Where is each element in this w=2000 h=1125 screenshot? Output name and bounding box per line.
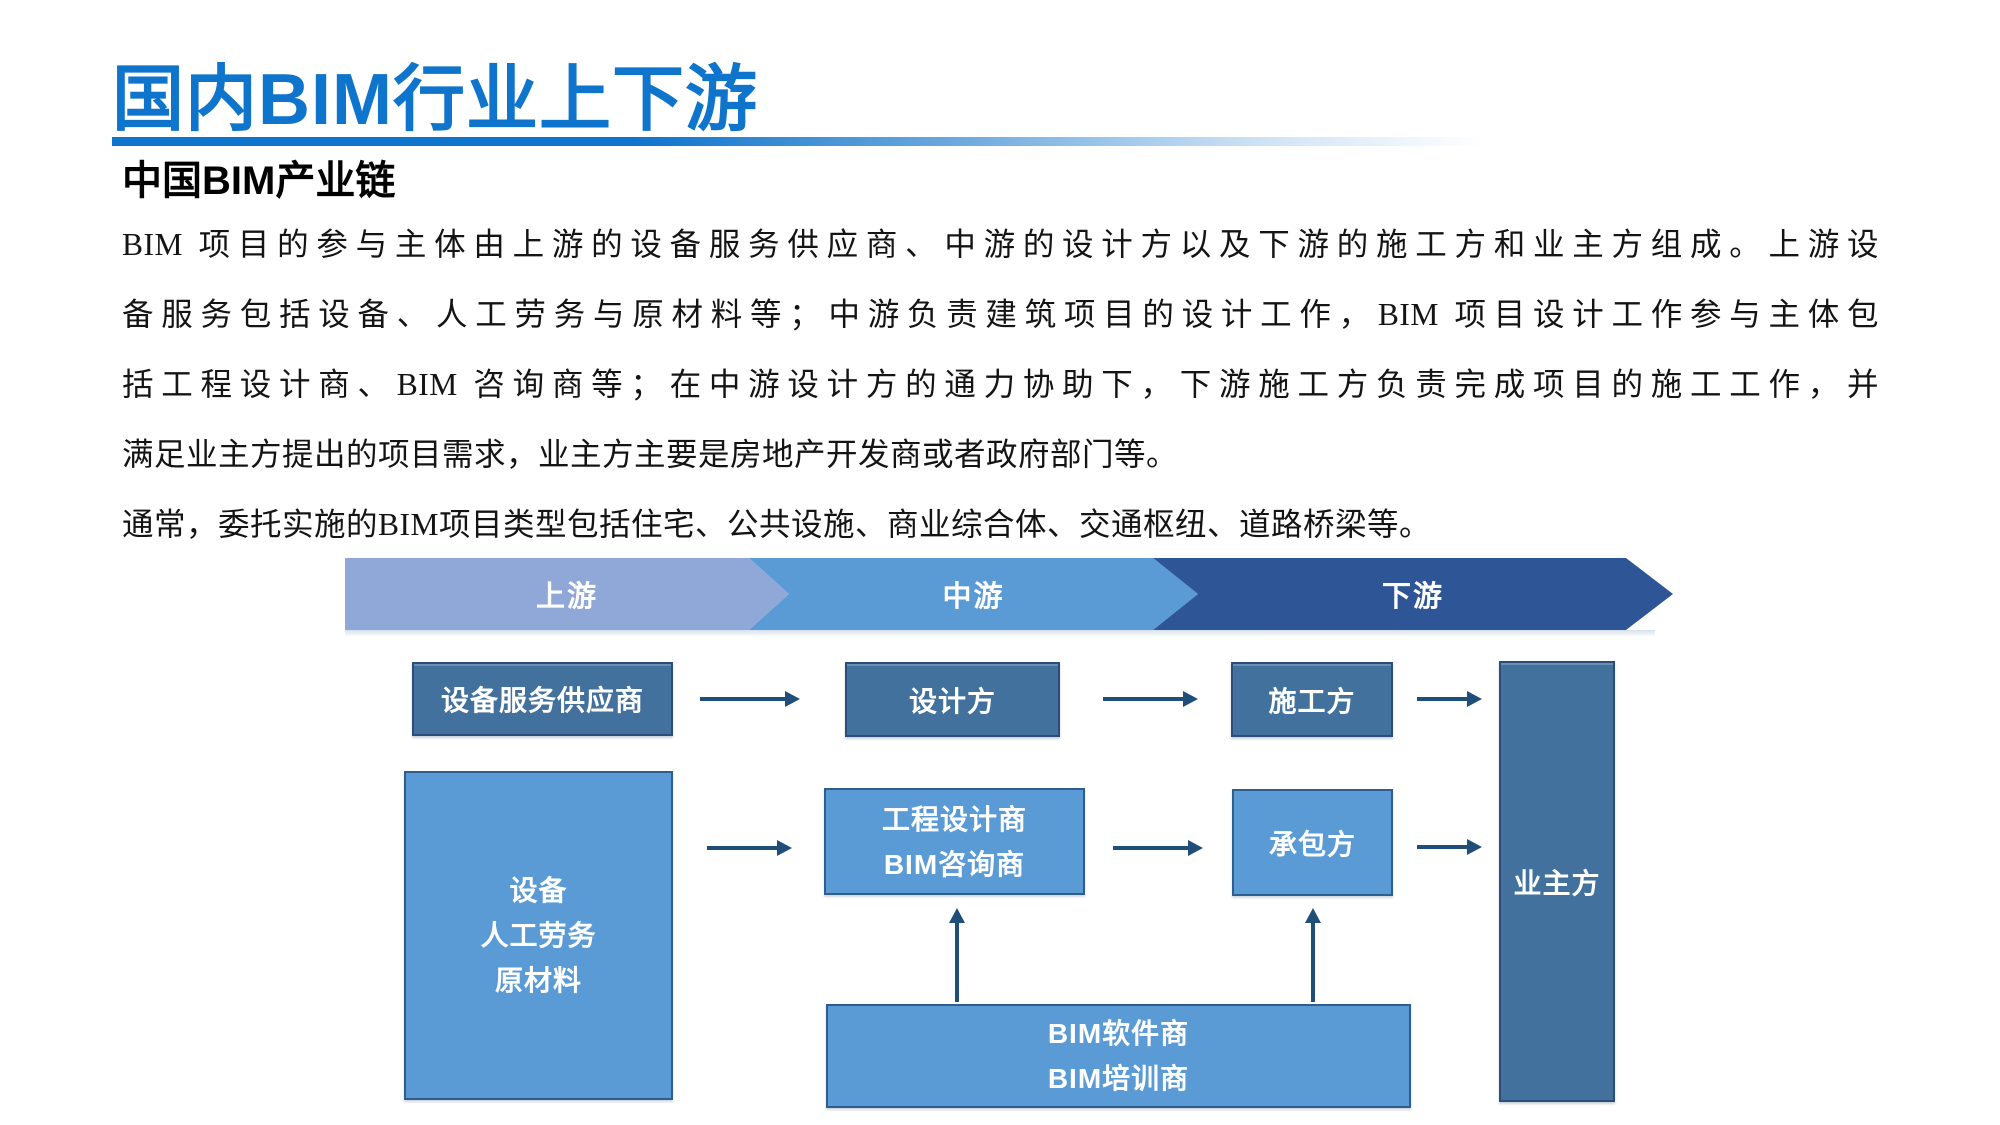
node-bim-vendors: BIM软件商 BIM培训商 <box>826 1004 1411 1108</box>
arrow-supplier-to-designer <box>700 691 800 707</box>
page-title: 国内BIM行业上下游 <box>112 60 758 140</box>
node-constructor-label: 施工方 <box>1268 685 1356 717</box>
arrow-shaft <box>955 920 959 1002</box>
node-engineering-design-line: 工程设计商 <box>881 803 1027 835</box>
node-constructor: 施工方 <box>1231 662 1393 737</box>
paragraph-line: 通常，委托实施的BIM项目类型包括住宅、公共设施、商业综合体、交通枢纽、道路桥梁… <box>122 507 1432 542</box>
arrow-head-icon <box>1467 839 1482 855</box>
node-bim-vendors-line: BIM软件商 <box>1047 1018 1190 1049</box>
paragraph-line: 括工程设计商、BIM 咨询商等；在中游设计方的通力协助下，下游施工方负责完成项目… <box>122 367 1879 402</box>
arrow-contractor-to-owner <box>1417 839 1482 855</box>
node-bim-vendors-line: BIM培训商 <box>1047 1063 1190 1094</box>
arrow-shaft <box>700 697 787 701</box>
stage-downstream-chevron: 下游 <box>1153 558 1673 630</box>
node-inputs-line: 原材料 <box>494 965 582 996</box>
node-owner-label: 业主方 <box>1513 867 1601 899</box>
arrow-head-icon <box>777 840 792 856</box>
arrow-head-icon <box>785 691 800 707</box>
node-equipment-supplier-label: 设备服务供应商 <box>440 685 644 716</box>
arrow-shaft <box>707 846 779 850</box>
arrow-shaft <box>1417 697 1469 701</box>
stage-midstream-label: 中游 <box>942 581 1005 613</box>
stage-midstream-chevron: 中游 <box>749 558 1198 630</box>
node-inputs-line: 人工劳务 <box>480 920 597 951</box>
arrow-head-icon <box>1467 691 1482 707</box>
stage-band-shadow <box>345 630 1655 637</box>
node-designer-label: 设计方 <box>908 685 996 717</box>
arrow-bimvendors-to-engdesign <box>949 908 965 1002</box>
arrow-head-icon <box>1183 691 1198 707</box>
paragraph-line: 备服务包括设备、人工劳务与原材料等；中游负责建筑项目的设计工作，BIM 项目设计… <box>122 297 1879 332</box>
paragraph-line: BIM 项目的参与主体由上游的设备服务供应商、中游的设计方以及下游的施工方和业主… <box>122 227 1879 262</box>
node-inputs: 设备 人工劳务 原材料 <box>404 771 673 1100</box>
arrow-designer-to-constructor <box>1103 691 1198 707</box>
arrow-shaft <box>1311 920 1315 1002</box>
arrow-shaft <box>1417 845 1469 849</box>
arrow-inputs-to-engdesign <box>707 840 792 856</box>
node-designer: 设计方 <box>845 662 1060 737</box>
arrow-head-icon <box>1188 840 1203 856</box>
stage-upstream-label: 上游 <box>535 581 598 613</box>
stage-downstream-label: 下游 <box>1381 581 1444 613</box>
node-contractor-label: 承包方 <box>1268 828 1356 860</box>
arrow-head-icon <box>1305 908 1321 923</box>
stage-upstream-chevron: 上游 <box>345 558 789 630</box>
node-owner: 业主方 <box>1499 661 1615 1102</box>
node-engineering-design-line: BIM咨询商 <box>883 848 1026 880</box>
arrow-bimvendors-to-contractor <box>1305 908 1321 1002</box>
body-paragraph: BIM 项目的参与主体由上游的设备服务供应商、中游的设计方以及下游的施工方和业主… <box>122 210 1879 560</box>
node-equipment-supplier: 设备服务供应商 <box>412 662 673 736</box>
section-subtitle: 中国BIM产业链 <box>122 159 396 203</box>
paragraph-line: 满足业主方提出的项目需求，业主方主要是房地产开发商或者政府部门等。 <box>122 437 1179 472</box>
title-underline <box>112 137 1484 146</box>
node-engineering-design: 工程设计商 BIM咨询商 <box>824 788 1085 895</box>
arrow-engdesign-to-contractor <box>1113 840 1203 856</box>
node-inputs-line: 设备 <box>509 875 568 906</box>
arrow-head-icon <box>949 908 965 923</box>
arrow-shaft <box>1113 846 1190 850</box>
arrow-shaft <box>1103 697 1185 701</box>
arrow-constructor-to-owner <box>1417 691 1482 707</box>
node-contractor: 承包方 <box>1232 789 1393 896</box>
